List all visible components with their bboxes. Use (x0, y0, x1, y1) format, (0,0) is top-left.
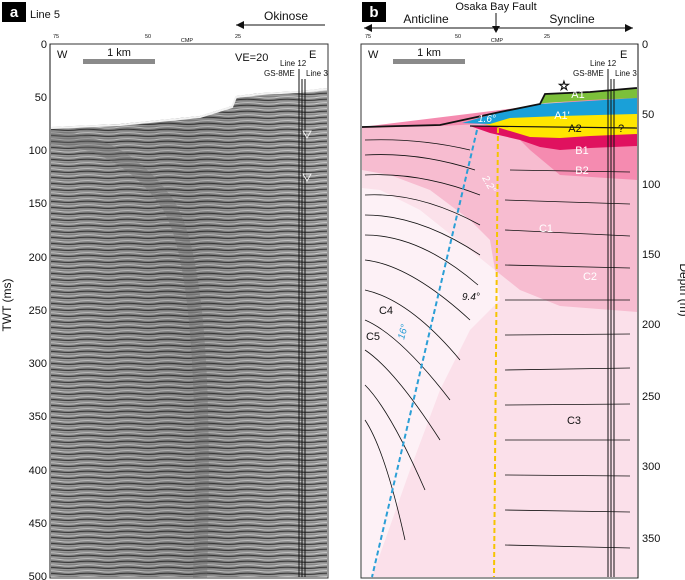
depth-tick-label: 250 (642, 391, 660, 403)
panel-a: a Line 5 Okinose 75 50 CMP 25 W E 1 km V… (0, 2, 329, 580)
panel-a-scale-bar (83, 59, 155, 64)
okinose-label: Okinose (264, 9, 308, 23)
seismic-shading (51, 88, 327, 577)
panel-a-line12: Line 12 (280, 59, 307, 68)
cmp-tick: 25 (544, 34, 550, 40)
panel-a-marker-upper (302, 130, 312, 140)
syncline-label: Syncline (549, 12, 595, 26)
panel-b-y-axis: 0 50 100 150 200 250 300 350 Depth (m) (637, 39, 685, 578)
cmp-tick: CMP (181, 38, 194, 44)
cmp-tick: 50 (455, 34, 461, 40)
cmp-tick: 75 (53, 34, 59, 40)
panel-b-line3: Line 3 (615, 69, 637, 78)
y-tick-label: 50 (35, 92, 47, 104)
cmp-tick: 25 (235, 34, 241, 40)
y-tick-label: 500 (29, 571, 47, 580)
panel-b-axis-title: Depth (m) (677, 263, 685, 316)
dip-4: 16° (396, 323, 411, 340)
panel-a-marker-lower (302, 173, 312, 183)
panel-a-scale-label: 1 km (107, 47, 131, 59)
panel-a-gs: GS-8ME (264, 69, 295, 78)
cmp-tick: 75 (365, 34, 371, 40)
y-tick-label: 400 (29, 465, 47, 477)
y-tick-label: 200 (29, 252, 47, 264)
label-c1: C1 (539, 223, 553, 235)
panel-b: b Osaka Bay Fault Anticline Syncline 75 … (360, 1, 685, 579)
dip-3: 9.4° (462, 292, 480, 303)
okinose-arrowhead (236, 21, 244, 29)
panel-a-line3: Line 3 (306, 69, 328, 78)
y-tick-label: 100 (29, 145, 47, 157)
anticline-arrowhead (364, 24, 372, 32)
cmp-tick: 50 (145, 34, 151, 40)
star-icon: ☆ (558, 78, 570, 93)
seabed-reflector (50, 88, 328, 129)
dip-1: 1.6° (478, 114, 496, 125)
seismic-flexure (50, 131, 209, 579)
panel-a-tag-box (2, 2, 26, 22)
y-tick-label: 250 (29, 305, 47, 317)
depth-tick-label: 150 (642, 249, 660, 261)
label-question: ? (618, 123, 624, 135)
depth-tick-label: 100 (642, 179, 660, 191)
label-c2: C2 (583, 271, 597, 283)
panel-a-ve: VE=20 (235, 52, 268, 64)
panel-b-gs: GS-8ME (573, 69, 604, 78)
panel-b-scale-bar (393, 59, 465, 64)
b1-top-line (469, 125, 638, 129)
depth-tick-label: 350 (642, 533, 660, 545)
depth-tick-label: 0 (642, 39, 648, 51)
osaka-bay-fault-line (493, 127, 499, 578)
fault-label: Osaka Bay Fault (455, 1, 536, 13)
syncline-arrowhead (625, 24, 633, 32)
y-tick-label: 350 (29, 411, 47, 423)
panel-a-east: E (309, 49, 316, 61)
dip-trace-line (371, 129, 478, 578)
label-c5: C5 (366, 331, 380, 343)
panel-b-tag: b (369, 4, 378, 21)
panel-b-cmp-ticks: 75 50 CMP 25 (365, 34, 550, 44)
panel-b-east: E (620, 49, 627, 61)
unit-a1-prime (462, 98, 637, 124)
seabed-line (361, 87, 638, 128)
label-c3: C3 (567, 415, 581, 427)
cmp-tick: CMP (491, 38, 504, 44)
panel-a-tag: a (10, 4, 19, 21)
panel-a-y-axis: 0 50 100 150 200 250 300 350 400 450 500… (0, 39, 51, 580)
anticline-label: Anticline (403, 12, 449, 26)
depth-tick-label: 300 (642, 461, 660, 473)
label-b1: B1 (575, 145, 588, 157)
y-tick-label: 0 (41, 39, 47, 51)
panel-a-line-name: Line 5 (30, 9, 60, 21)
label-c4: C4 (379, 305, 393, 317)
panel-b-line12: Line 12 (590, 59, 617, 68)
y-tick-label: 150 (29, 198, 47, 210)
unit-labels: A1 A1' A2 ? B1 B2 C1 C2 C3 C4 C5 (366, 89, 624, 427)
depth-tick-label: 200 (642, 319, 660, 331)
unit-a2 (478, 112, 637, 138)
panel-b-west: W (368, 49, 379, 61)
unit-a1 (540, 88, 637, 104)
label-a2: A2 (568, 123, 581, 135)
y-tick-label: 300 (29, 358, 47, 370)
panel-b-scale-label: 1 km (417, 47, 441, 59)
panel-a-cmp-ticks: 75 50 CMP 25 (53, 34, 241, 44)
reflector-lines (364, 139, 631, 549)
fault-pointer-head (492, 26, 500, 33)
label-b2: B2 (575, 165, 588, 177)
label-a1: A1 (571, 89, 584, 101)
depth-tick-label: 50 (642, 109, 654, 121)
panel-a-west: W (57, 49, 68, 61)
panel-a-axis-title: TWT (ms) (0, 278, 14, 331)
panel-b-tag-box (362, 2, 386, 22)
label-a1-prime: A1' (554, 110, 570, 122)
y-tick-label: 450 (29, 518, 47, 530)
